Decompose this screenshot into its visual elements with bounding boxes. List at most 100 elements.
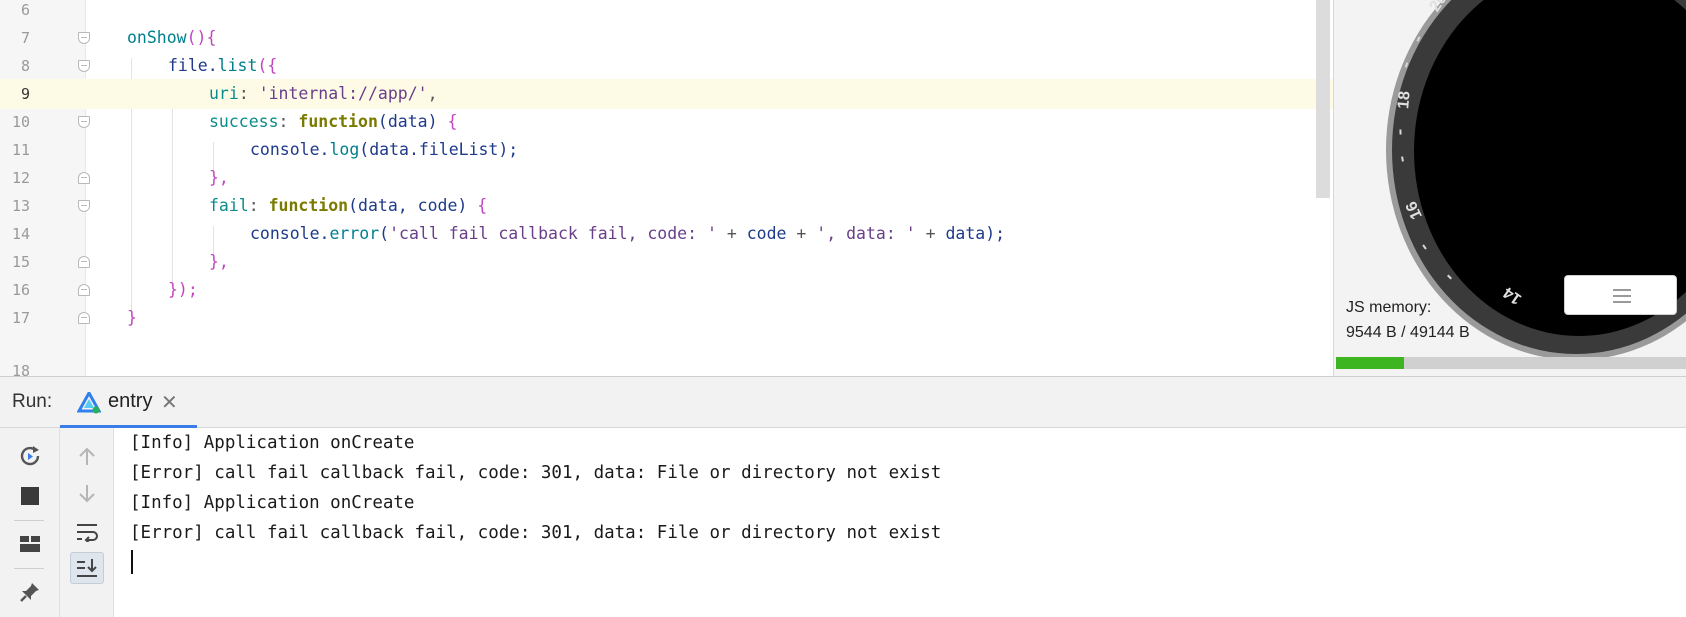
fold-open-icon[interactable] [78, 200, 90, 212]
line-number: 11 [11, 141, 30, 159]
menu-icon [1613, 289, 1631, 291]
dial-tick [1399, 129, 1402, 135]
layout-icon [20, 536, 40, 552]
code-line[interactable]: 13 fail: function(data, code) { [0, 191, 1333, 221]
previewer-menu-button[interactable] [1564, 275, 1677, 315]
device-previewer: 20 18 16 14 JS memory: 9544 B / 49144 B [1333, 0, 1686, 376]
line-number: 14 [11, 225, 30, 243]
arrow-up-icon [79, 447, 95, 465]
indent-guide [213, 226, 214, 256]
line-number: 12 [11, 169, 30, 187]
stop-button[interactable] [18, 484, 42, 508]
scroll-to-end-toggle[interactable] [70, 552, 104, 584]
line-number: 9 [20, 85, 30, 103]
code-line[interactable]: 10 success: function(data) { [0, 107, 1333, 137]
indent-guide [213, 142, 214, 172]
code-text: uri: 'internal://app/', [209, 84, 438, 103]
console-line: [Info] Application onCreate [130, 493, 415, 513]
code-line[interactable]: 15 }, [0, 247, 1333, 277]
js-memory-value: 9544 B / 49144 B [1346, 324, 1470, 341]
dial-number: 18 [1395, 90, 1414, 110]
indent-guide [131, 58, 132, 324]
tab-entry-label: entry [108, 390, 153, 412]
toolbar-divider [14, 520, 44, 521]
code-line[interactable]: 11 console.log(data.fileList); [0, 135, 1333, 165]
toolbar-divider [14, 568, 44, 569]
scroll-down-button[interactable] [73, 480, 101, 508]
dial-tick [1447, 274, 1452, 280]
code-line[interactable]: 16 }); [0, 275, 1333, 305]
console-line: [Error] call fail callback fail, code: 3… [130, 523, 942, 543]
menu-icon [1613, 301, 1631, 303]
code-editor[interactable]: 6 7 onShow(){ 8 file.list({ 9 uri: 'inte… [0, 0, 1333, 376]
code-line[interactable]: 17 } [0, 303, 1333, 333]
run-label: Run: [12, 391, 53, 412]
line-number: 17 [11, 309, 30, 327]
code-line[interactable]: 7 onShow(){ [0, 23, 1333, 53]
code-text: }, [209, 252, 229, 271]
soft-wrap-icon [77, 524, 98, 542]
rerun-icon [20, 446, 40, 466]
line-number: 7 [20, 29, 30, 47]
run-console-toolbar [60, 428, 114, 617]
code-text: success: function(data) { [209, 112, 458, 131]
code-text: }); [168, 280, 198, 299]
console-line: [Error] call fail callback fail, code: 3… [130, 463, 942, 483]
text-caret [131, 550, 133, 574]
close-icon[interactable]: ✕ [161, 390, 178, 414]
dial-tick [1404, 62, 1409, 68]
fold-close-icon[interactable] [78, 284, 90, 296]
code-line[interactable]: 14 console.error('call fail callback fai… [0, 219, 1333, 249]
tab-entry[interactable]: entry ✕ [60, 377, 197, 429]
code-text: fail: function(data, code) { [209, 196, 488, 215]
arrow-down-icon [79, 485, 95, 503]
scroll-to-end-icon [77, 559, 97, 577]
pin-icon [20, 583, 39, 602]
code-line[interactable]: 8 file.list({ [0, 51, 1333, 81]
fold-close-icon[interactable] [78, 312, 90, 324]
rerun-button[interactable] [16, 442, 44, 470]
stop-icon [21, 487, 39, 505]
line-number: 15 [11, 253, 30, 271]
memory-usage-bar [1336, 357, 1686, 369]
editor-gutter [0, 0, 86, 376]
indent-guide [172, 86, 173, 282]
code-line[interactable]: 6 [0, 0, 1333, 25]
line-number: 8 [20, 57, 30, 75]
layout-button[interactable] [16, 530, 44, 558]
run-panel-header: Run: entry ✕ [0, 376, 1686, 429]
soft-wrap-button[interactable] [73, 518, 101, 546]
code-line[interactable]: 12 }, [0, 163, 1333, 193]
line-number: 18 [11, 362, 30, 376]
run-left-toolbar [0, 428, 60, 617]
dial-tick [1416, 36, 1421, 42]
fold-open-icon[interactable] [78, 60, 90, 72]
code-text: onShow(){ [127, 28, 217, 47]
line-number: 6 [20, 1, 30, 19]
run-console-output[interactable]: [Info] Application onCreate [Error] call… [114, 428, 1686, 617]
code-text: }, [209, 168, 229, 187]
editor-scrollbar[interactable] [1316, 0, 1330, 198]
code-line[interactable]: 18 [0, 356, 1333, 376]
pin-tab-button[interactable] [16, 578, 44, 606]
fold-close-icon[interactable] [78, 256, 90, 268]
fold-close-icon[interactable] [78, 172, 90, 184]
scroll-up-button[interactable] [73, 442, 101, 470]
code-text: console.log(data.fileList); [250, 140, 519, 159]
fold-open-icon[interactable] [78, 32, 90, 44]
dial-number: 20 [1426, 0, 1451, 15]
code-text: } [127, 308, 137, 327]
console-line: [Info] Application onCreate [130, 433, 415, 453]
menu-icon [1613, 295, 1631, 297]
dial-tick [1422, 244, 1427, 250]
dial-tick [1401, 156, 1404, 162]
code-text: file.list({ [168, 56, 278, 75]
harmony-app-icon [77, 392, 101, 414]
code-line-current[interactable]: 9 uri: 'internal://app/', [0, 79, 1333, 109]
fold-open-icon[interactable] [78, 116, 90, 128]
js-memory-label: JS memory: [1346, 299, 1432, 316]
line-number: 16 [11, 281, 30, 299]
line-number: 13 [11, 197, 30, 215]
code-text: console.error('call fail callback fail, … [250, 224, 1006, 243]
line-number: 10 [11, 113, 30, 131]
